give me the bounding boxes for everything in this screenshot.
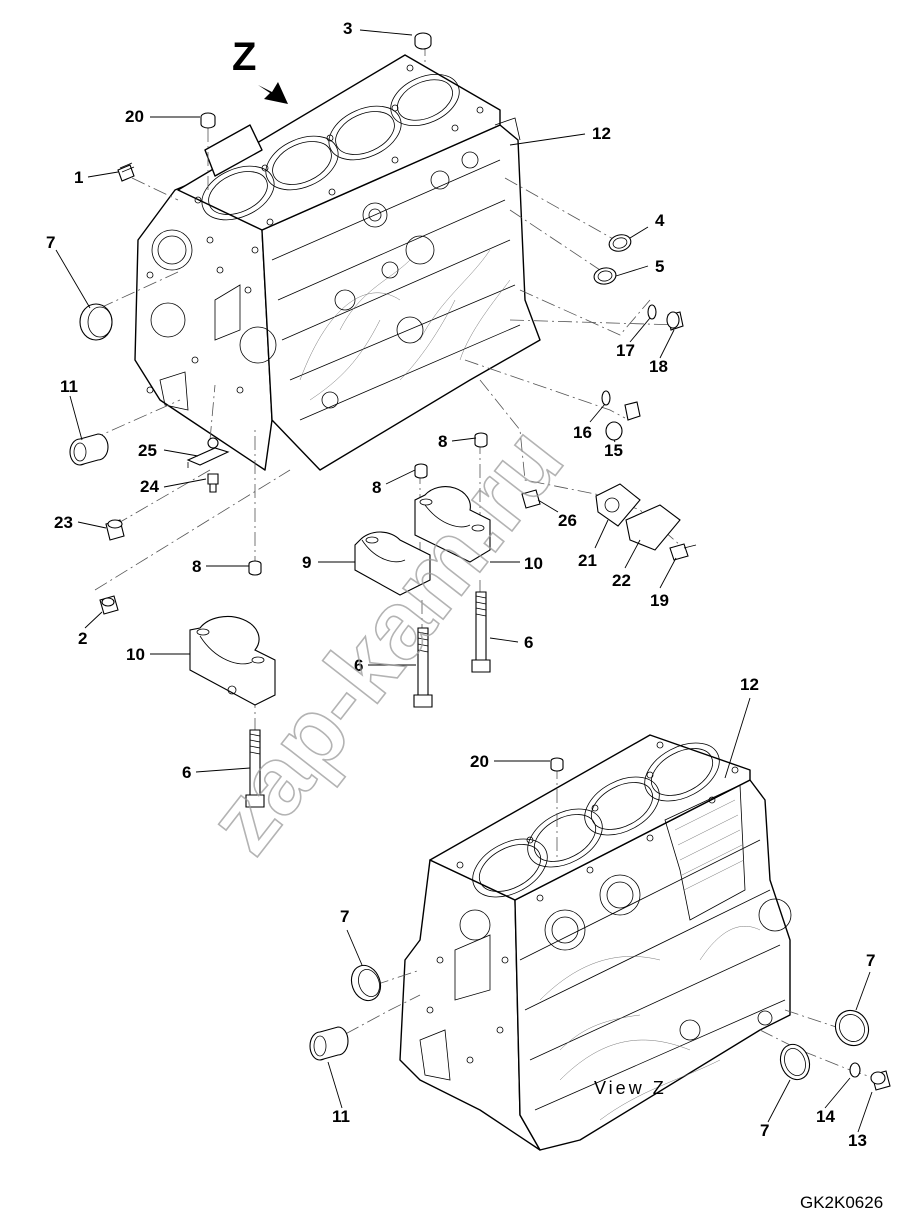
o-ring-part-17	[647, 304, 657, 320]
plug-part-18	[666, 311, 684, 331]
o-ring-part-14	[849, 1062, 861, 1078]
part-label: 11	[60, 377, 78, 396]
part-label: 7	[46, 233, 55, 252]
bolt-part-24	[207, 473, 219, 493]
part-label: 17	[616, 341, 635, 360]
ring-part-5	[593, 267, 617, 285]
o-ring-part-16	[601, 390, 611, 406]
part-label: 11	[332, 1107, 350, 1126]
plug-part-13	[870, 1070, 891, 1091]
part-label: 25	[138, 441, 157, 460]
part-label: 1	[74, 168, 83, 187]
part-label: 7	[866, 951, 875, 970]
bolt-part-19	[669, 543, 697, 561]
part-label: 24	[140, 477, 159, 496]
seal-ring-part-7-lower-left	[350, 964, 382, 1002]
cylinder-block-upper	[134, 54, 541, 471]
part-label: 23	[54, 513, 73, 532]
part-label: 2	[78, 629, 87, 648]
part-label: 13	[848, 1131, 867, 1150]
part-label: 12	[592, 124, 611, 143]
part-label: 6	[354, 656, 363, 675]
dowel-part-8-b	[414, 463, 428, 479]
part-label: 10	[126, 645, 145, 664]
part-label: 20	[125, 107, 144, 126]
cylinder-block-view-z	[399, 734, 792, 1151]
plug-part-23	[105, 519, 125, 541]
plug-part-20-upper	[200, 112, 216, 129]
main-bolt-part-6-left	[245, 729, 265, 808]
part-label: 22	[612, 571, 631, 590]
part-label: 15	[604, 441, 623, 460]
plug-part-20-lower	[550, 757, 564, 772]
part-label: 8	[192, 557, 201, 576]
bushing-part-11-lower	[309, 1026, 349, 1061]
bearing-cap-part-10-left	[189, 615, 276, 706]
leader-lines	[55, 29, 873, 1133]
view-z-arrow: Z	[232, 35, 288, 104]
part-label: 3	[343, 19, 352, 38]
bushing-part-11-upper	[69, 433, 109, 466]
part-number-labels: 3 20 12 1 7 4 5 17 18 11 16 15 25 8 24 8…	[46, 19, 875, 1150]
part-label: 26	[558, 511, 577, 530]
view-letter-z: Z	[232, 35, 256, 79]
main-bolt-part-6-center	[413, 627, 433, 708]
part-label: 18	[649, 357, 668, 376]
drawing-code: GK2K0626	[800, 1193, 883, 1212]
part-label: 21	[578, 551, 597, 570]
cover-part-22	[625, 504, 681, 551]
part-label: 6	[524, 633, 533, 652]
part-label: 4	[655, 211, 665, 230]
part-label: 16	[573, 423, 592, 442]
ring-part-4	[608, 234, 632, 252]
part-label: 20	[470, 752, 489, 771]
part-label: 19	[650, 591, 669, 610]
plug-part-2	[99, 595, 119, 615]
bearing-cap-part-9	[354, 531, 431, 596]
plug-part-15	[605, 401, 641, 441]
plug-part-26	[521, 489, 541, 509]
part-label: 10	[524, 554, 543, 573]
part-label: 6	[182, 763, 191, 782]
part-label: 9	[302, 553, 311, 572]
dowel-part-8-c	[248, 560, 262, 576]
main-bolt-part-6-right	[471, 591, 491, 673]
part-label: 14	[816, 1107, 835, 1126]
part-label: 5	[655, 257, 664, 276]
seal-ring-part-7-lower-right	[834, 1009, 870, 1047]
seal-ring-part-7-lower-bottom	[779, 1043, 811, 1081]
oil-jet-part-25	[186, 437, 230, 468]
dowel-part-8-a	[474, 432, 488, 448]
plug-part-3	[414, 32, 432, 50]
part-label: 7	[760, 1121, 769, 1140]
part-label: 8	[372, 478, 381, 497]
part-label: 12	[740, 675, 759, 694]
seal-ring-part-7-upper	[79, 303, 113, 341]
gasket-part-21	[595, 483, 641, 527]
view-caption: View Z	[594, 1078, 667, 1098]
part-label: 8	[438, 432, 447, 451]
screw-plug-part-1	[117, 162, 135, 182]
part-label: 7	[340, 907, 349, 926]
bearing-cap-part-10-right	[414, 486, 491, 563]
